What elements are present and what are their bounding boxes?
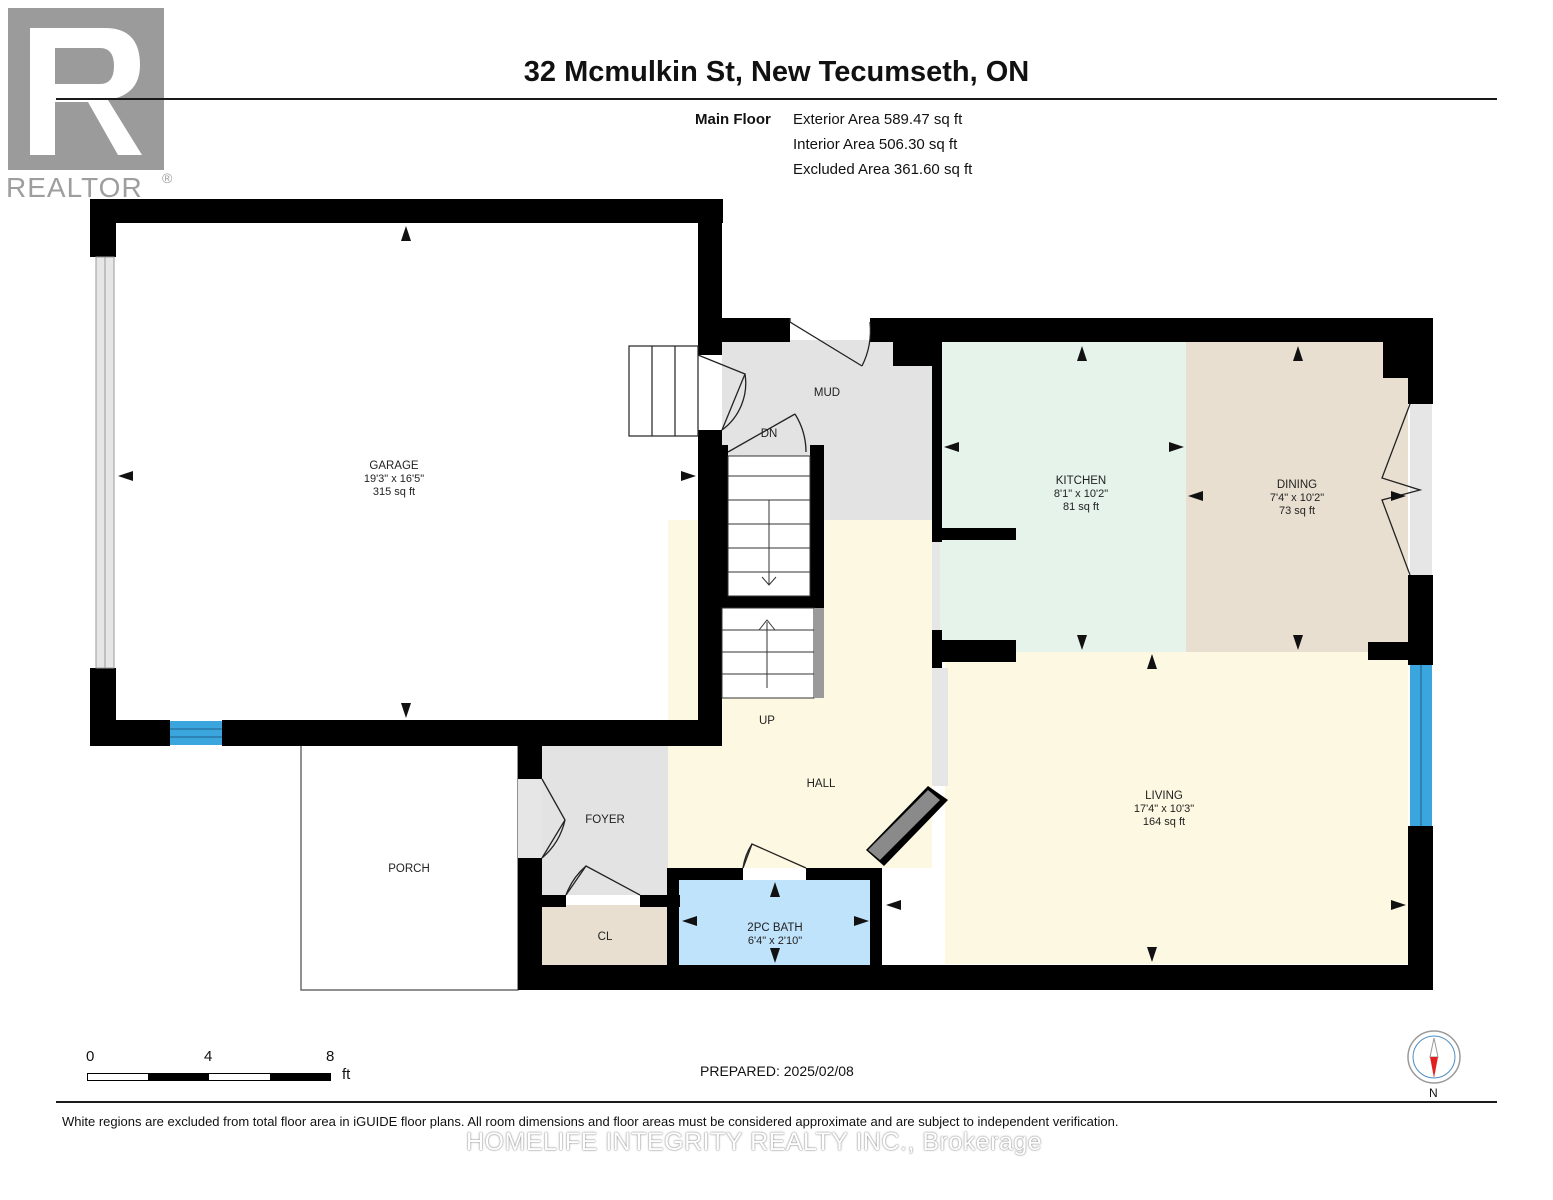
dining-name: DINING	[1277, 479, 1317, 491]
registered-mark: ®	[162, 170, 173, 186]
realtor-wordmark: REALTOR	[6, 172, 143, 203]
page-title: 32 Mcmulkin St, New Tecumseth, ON	[523, 56, 1030, 88]
porch-outline	[300, 744, 519, 991]
porch-name: PORCH	[388, 863, 430, 875]
scale-bar-graphic	[87, 1073, 331, 1081]
compass-north-label: N	[1429, 1086, 1438, 1100]
scale-label-0: 0	[86, 1048, 95, 1065]
garage-fill	[115, 223, 699, 720]
hall-living-opening	[932, 668, 948, 786]
realtor-logo-mark	[8, 8, 164, 170]
scale-unit: ft	[342, 1066, 351, 1083]
foyer-door-opening	[518, 779, 542, 858]
dining-dims: 7'4" x 10'2"	[1270, 492, 1324, 504]
diagonal-opening	[868, 790, 940, 860]
garage-steps	[628, 345, 699, 437]
living-area: 164 sq ft	[1143, 816, 1185, 828]
stairs-up	[721, 607, 815, 699]
foyer-name: FOYER	[585, 814, 625, 826]
brokerage-watermark: HOMELIFE INTEGRITY REALTY INC., Brokerag…	[466, 1128, 1043, 1156]
foyer-fill	[541, 745, 668, 895]
scale-label-8: 8	[326, 1048, 335, 1065]
prepared-date: PREPARED: 2025/02/08	[700, 1063, 854, 1079]
scale-label-4: 4	[204, 1048, 213, 1065]
dining-fill	[1186, 342, 1408, 652]
kitchen-fill	[940, 342, 1186, 652]
dining-door-opening	[1410, 404, 1432, 575]
footer-divider	[56, 1101, 1497, 1103]
kitchen-hall-opening	[932, 542, 940, 630]
compass: N	[1404, 1028, 1464, 1102]
floor-name: Main Floor	[695, 111, 771, 128]
interior-area: Interior Area 506.30 sq ft	[793, 136, 958, 153]
disclaimer: White regions are excluded from total fl…	[62, 1114, 1119, 1129]
closet-fill	[541, 905, 667, 965]
garage-front-window	[170, 721, 222, 745]
door-swings	[541, 318, 1423, 896]
header-divider	[56, 98, 1497, 100]
hall-name: HALL	[807, 778, 836, 790]
garage-name: GARAGE	[369, 460, 419, 472]
kitchen-name: KITCHEN	[1056, 475, 1106, 487]
bath-dims: 6'4" x 2'10"	[748, 935, 802, 947]
stairs-down-label: DN	[761, 428, 778, 440]
living-name: LIVING	[1145, 790, 1183, 802]
exterior-area: Exterior Area 589.47 sq ft	[793, 111, 963, 128]
realtor-logo	[0, 0, 182, 214]
compass-icon	[1407, 1030, 1461, 1084]
bath-name: 2PC BATH	[747, 922, 802, 934]
living-dims: 17'4" x 10'3"	[1134, 803, 1194, 815]
scale-bar	[87, 1068, 331, 1081]
kitchen-area: 81 sq ft	[1063, 501, 1099, 513]
stairs-down	[727, 455, 811, 597]
garage-area: 315 sq ft	[373, 486, 415, 498]
mud-name: MUD	[814, 387, 840, 399]
garage-dims: 19'3" x 16'5"	[364, 473, 424, 485]
kitchen-dims: 8'1" x 10'2"	[1054, 488, 1108, 500]
living-fill	[945, 652, 1408, 964]
dining-area: 73 sq ft	[1279, 505, 1315, 517]
dimension-arrows	[118, 226, 1406, 963]
excluded-area: Excluded Area 361.60 sq ft	[793, 161, 973, 178]
closet-name: CL	[598, 931, 613, 943]
stairs-up-label: UP	[759, 715, 775, 727]
